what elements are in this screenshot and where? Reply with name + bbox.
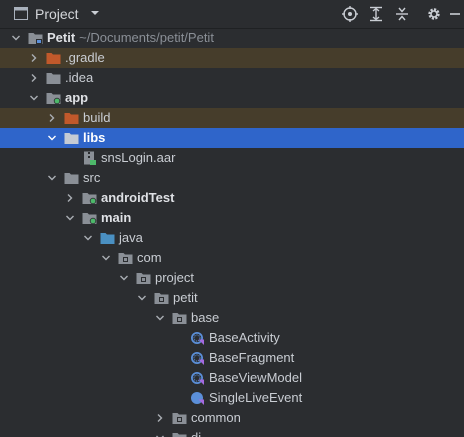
gear-icon[interactable] <box>425 5 443 23</box>
tree-row-src[interactable]: src <box>0 168 464 188</box>
kotlin-abstract-class-icon <box>191 332 204 345</box>
chevron-down-icon[interactable] <box>118 272 130 284</box>
kotlin-class-icon <box>191 392 204 405</box>
folder-icon <box>64 173 79 184</box>
chevron-down-icon[interactable] <box>136 292 148 304</box>
test-folder-icon <box>82 193 97 205</box>
tree-row-single-live-event[interactable]: SingleLiveEvent <box>0 388 464 408</box>
tree-row-base-view-model[interactable]: BaseViewModel <box>0 368 464 388</box>
tree-row-com[interactable]: com <box>0 248 464 268</box>
chevron-down-icon[interactable] <box>154 312 166 324</box>
tree-label-di: di <box>191 430 201 437</box>
chevron-down-icon[interactable] <box>64 212 76 224</box>
tree-label-idea: .idea <box>65 70 94 85</box>
tree-label-src: src <box>83 170 101 185</box>
tree-row-android-test[interactable]: androidTest <box>0 188 464 208</box>
folder-icon <box>46 73 61 84</box>
tree-label-common: common <box>191 410 241 425</box>
module-folder-icon <box>28 33 43 44</box>
tree-label-base: base <box>191 310 220 325</box>
tree-label-project: project <box>155 270 195 285</box>
tree-label-single-live-event: SingleLiveEvent <box>209 390 303 405</box>
archive-file-icon <box>84 151 96 165</box>
tree-row-build[interactable]: build <box>0 108 464 128</box>
minimize-icon[interactable] <box>446 5 464 23</box>
kotlin-abstract-class-icon <box>191 352 204 365</box>
root-path: ~/Documents/petit/Petit <box>79 30 214 45</box>
tree-row-main[interactable]: main <box>0 208 464 228</box>
excluded-folder-icon <box>46 53 61 64</box>
tree-label-base-activity: BaseActivity <box>209 330 280 345</box>
chevron-right-icon[interactable] <box>46 112 58 124</box>
package-icon <box>172 433 187 437</box>
kotlin-abstract-class-icon <box>191 372 204 385</box>
tree-row-gradle[interactable]: .gradle <box>0 48 464 68</box>
tree-row-root[interactable]: Petit~/Documents/petit/Petit <box>0 28 464 48</box>
chevron-down-icon[interactable] <box>10 32 22 44</box>
expand-all-icon[interactable] <box>367 5 385 23</box>
package-icon <box>118 253 133 264</box>
panel-title[interactable]: Project <box>35 6 79 22</box>
locate-icon[interactable] <box>341 5 359 23</box>
tree-label-com: com <box>137 250 162 265</box>
tree-label-java: java <box>119 230 143 245</box>
chevron-down-icon[interactable] <box>154 432 166 437</box>
tree-row-base-activity[interactable]: BaseActivity <box>0 328 464 348</box>
tree-label-main: main <box>101 210 132 225</box>
source-set-folder-icon <box>82 213 97 225</box>
chevron-down-icon[interactable] <box>28 92 40 104</box>
tree-row-petit[interactable]: petit <box>0 288 464 308</box>
tree-label-base-view-model: BaseViewModel <box>209 370 302 385</box>
tree-label-libs: libs <box>83 130 106 145</box>
tree-label-gradle: .gradle <box>65 50 105 65</box>
project-view-icon <box>14 7 28 20</box>
tree-row-di[interactable]: di <box>0 428 464 437</box>
tree-label-base-fragment: BaseFragment <box>209 350 295 365</box>
chevron-down-icon[interactable] <box>82 232 94 244</box>
android-module-folder-icon <box>46 93 61 105</box>
excluded-folder-icon <box>64 113 79 124</box>
tree-row-idea[interactable]: .idea <box>0 68 464 88</box>
tree-label-root: Petit~/Documents/petit/Petit <box>47 30 214 45</box>
tree-label-petit: petit <box>173 290 198 305</box>
package-icon <box>172 413 187 424</box>
chevron-down-icon[interactable] <box>88 6 102 20</box>
tree-row-app[interactable]: app <box>0 88 464 108</box>
source-folder-icon <box>100 233 115 244</box>
tree-row-base-fragment[interactable]: BaseFragment <box>0 348 464 368</box>
chevron-down-icon[interactable] <box>46 172 58 184</box>
tree-row-base[interactable]: base <box>0 308 464 328</box>
folder-icon <box>64 133 79 144</box>
tree-row-libs[interactable]: libs <box>0 128 464 148</box>
tree-row-common[interactable]: common <box>0 408 464 428</box>
tree-label-app: app <box>65 90 89 105</box>
tree-label-android-test: androidTest <box>101 190 175 205</box>
collapse-all-icon[interactable] <box>393 5 411 23</box>
tree-row-java[interactable]: java <box>0 228 464 248</box>
chevron-right-icon[interactable] <box>64 192 76 204</box>
tree-label-build: build <box>83 110 111 125</box>
chevron-down-icon[interactable] <box>100 252 112 264</box>
tree-row-project[interactable]: project <box>0 268 464 288</box>
chevron-right-icon[interactable] <box>154 412 166 424</box>
package-icon <box>136 273 151 284</box>
project-panel-header: Project <box>0 0 464 29</box>
root-name: Petit <box>47 30 76 45</box>
chevron-down-icon[interactable] <box>46 132 58 144</box>
package-icon <box>172 313 187 324</box>
package-icon <box>154 293 169 304</box>
tree-row-sns-login[interactable]: snsLogin.aar <box>0 148 464 168</box>
tree-label-sns-login: snsLogin.aar <box>101 150 176 165</box>
chevron-right-icon[interactable] <box>28 52 40 64</box>
chevron-right-icon[interactable] <box>28 72 40 84</box>
